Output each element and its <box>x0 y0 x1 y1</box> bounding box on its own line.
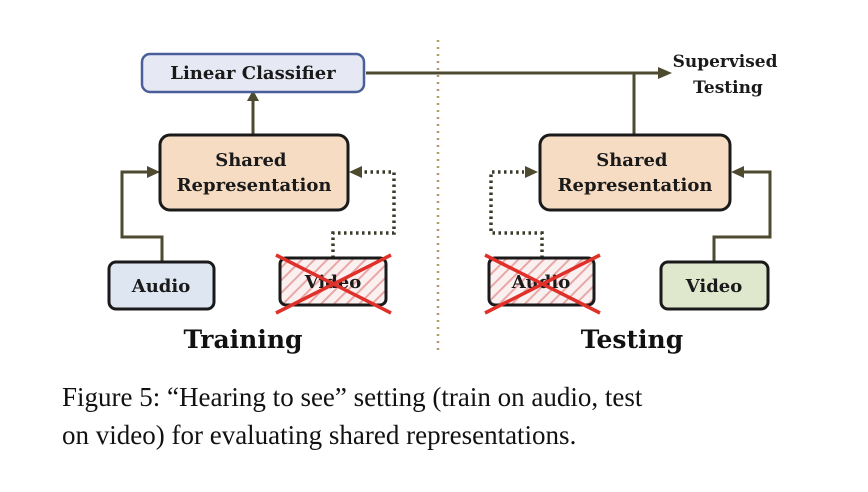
testing-section-label: Testing <box>581 325 683 354</box>
training-audio-arrow <box>120 170 164 262</box>
testing-video-box <box>659 260 770 311</box>
figure-caption: Figure 5: “Hearing to see” setting (trai… <box>62 378 852 454</box>
testing-audio-dotted-arrow <box>489 170 544 258</box>
testing-video-arrow <box>712 170 772 262</box>
linear-classifier-label: Linear Classifier <box>170 63 336 84</box>
arrowhead <box>349 166 362 178</box>
training-video-dotted-arrow <box>331 170 396 258</box>
training-video-cross-icon <box>275 253 392 315</box>
testing-audio-cross-icon <box>484 253 601 315</box>
caption-line-1: Figure 5: “Hearing to see” setting (trai… <box>62 382 643 412</box>
testing-shared-representation-box <box>538 133 732 212</box>
caption-line-2: on video) for evaluating shared represen… <box>62 420 577 450</box>
arrowhead <box>147 166 160 178</box>
training-shared-representation-label: Shared Representation <box>177 150 332 196</box>
testing-shared-representation-label: Shared Representation <box>558 150 713 196</box>
supervised-testing-label: Supervised Testing <box>673 52 784 98</box>
linear-classifier-box <box>140 52 366 94</box>
arrowhead <box>525 166 538 178</box>
arrowhead <box>731 166 744 178</box>
arrowhead <box>247 90 259 101</box>
testing-video-label: Video <box>685 276 743 297</box>
training-shared-representation-box <box>158 133 350 212</box>
diagram: Linear Classifier Supervised Testing Sha… <box>107 40 784 354</box>
training-audio-label: Audio <box>131 276 190 297</box>
training-section-label: Training <box>184 325 303 354</box>
arrowhead <box>658 67 672 79</box>
training-audio-box <box>107 260 216 311</box>
